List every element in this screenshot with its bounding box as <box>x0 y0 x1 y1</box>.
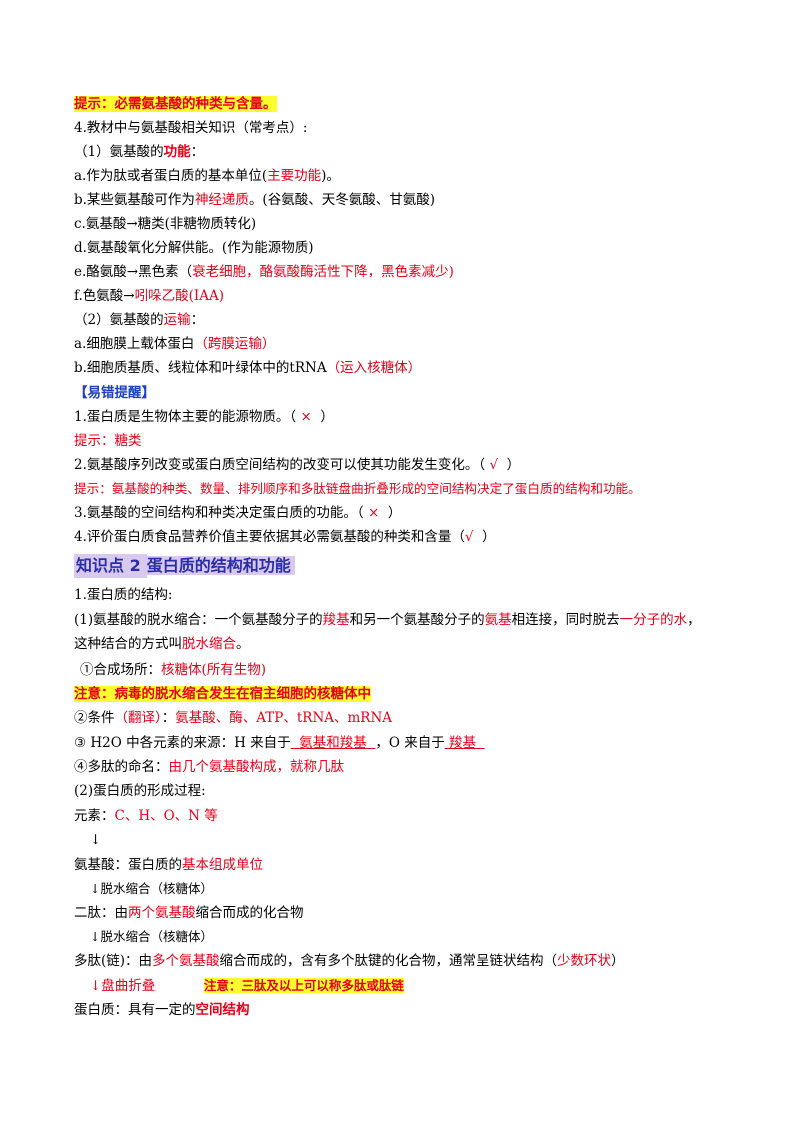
function-item-e: e.酪氨酸→黑色素（衰老细胞，酪氨酸酶活性下降，黑色素减少) <box>74 264 454 280</box>
dehydration-line-2: 这种结合的方式叫脱水缩合。 <box>74 636 250 652</box>
formation-title: (2)蛋白质的形成过程: <box>74 783 206 799</box>
elements-line: 元素：C、H、O、N 等 <box>74 808 218 824</box>
dipeptide-line: 二肽：由两个氨基酸缩合而成的化合物 <box>74 905 304 921</box>
error-question-4: 4.评价蛋白质食品营养价值主要依据其必需氨基酸的种类和含量（√ ） <box>74 529 496 545</box>
error-question-2: 2.氨基酸序列改变或蛋白质空间结构的改变可以使其功能发生变化。（ √ ） <box>74 457 521 473</box>
condition-line: ②条件（翻译）：氨基酸、酶、ATP、tRNA、mRNA <box>74 710 393 726</box>
amino-acid-line: 氨基酸：蛋白质的基本组成单位 <box>74 857 263 873</box>
hint-essential-amino-acids: 提示：必需氨基酸的种类与含量。 <box>74 96 277 112</box>
error-hint-2: 提示：氨基酸的种类、数量、排列顺序和多肽链盘曲折叠形成的空间结构决定了蛋白质的结… <box>74 481 641 496</box>
error-hint-1: 提示：糖类 <box>74 433 142 449</box>
cross-mark-icon: × <box>367 505 380 521</box>
step-folding: ↓盘曲折叠 注意：三肽及以上可以称多肽或肽链 <box>90 978 404 994</box>
section-4-title: 4.教材中与氨基酸相关知识（常考点）: <box>74 120 308 136</box>
transport-item-a: a.细胞膜上载体蛋白（跨膜运输） <box>74 336 276 352</box>
note-virus: 注意：病毒的脱水缩合发生在宿主细胞的核糖体中 <box>74 686 371 702</box>
check-mark-icon: √ <box>464 529 474 545</box>
step-dehydration-1: ↓脱水缩合（核糖体） <box>90 881 213 896</box>
error-reminder-heading: 【易错提醒】 <box>74 385 155 401</box>
synthesis-site: ①合成场所：核糖体(所有生物) <box>80 662 267 678</box>
structure-title: 1.蛋白质的结构: <box>74 587 173 603</box>
protein-line: 蛋白质：具有一定的空间结构 <box>74 1002 250 1018</box>
function-item-d: d.氨基酸氧化分解供能。(作为能源物质) <box>74 240 314 256</box>
step-dehydration-2: ↓脱水缩合（核糖体） <box>90 929 213 944</box>
function-heading: （1）氨基酸的功能： <box>74 144 205 160</box>
polypeptide-naming: ④多肽的命名：由几个氨基酸构成，就称几肽 <box>74 759 344 775</box>
error-question-1: 1.蛋白质是生物体主要的能源物质。（ × ） <box>74 409 334 425</box>
function-item-a: a.作为肽或者蛋白质的基本单位(主要功能)。 <box>74 168 340 184</box>
transport-item-b: b.细胞质基质、线粒体和叶绿体中的tRNA（运入核糖体） <box>74 360 422 376</box>
check-mark-icon: √ <box>489 457 499 473</box>
polypeptide-line: 多肽(链)：由多个氨基酸缩合而成的，含有多个肽键的化合物，通常呈链状结构（少数环… <box>74 953 625 969</box>
function-item-c: c.氨基酸→糖类(非糖物质转化) <box>74 216 257 232</box>
knowledge-point-title: 蛋白质的结构和功能 <box>146 556 295 575</box>
dehydration-line-1: (1)氨基酸的脱水缩合：一个氨基酸分子的羧基和另一个氨基酸分子的氨基相连接，同时… <box>74 612 701 628</box>
note-tripeptide: 注意：三肽及以上可以称多肽或肽链 <box>203 978 404 993</box>
cross-mark-icon: × <box>300 409 312 425</box>
knowledge-point-label: 知识点 2 <box>74 554 147 578</box>
h2o-source-line: ③ H2O 中各元素的来源：H 来自于 氨基和羧基 ，O 来自于 羧基 <box>74 735 477 751</box>
down-arrow-icon: ↓ <box>90 832 102 848</box>
transport-heading: （2）氨基酸的运输： <box>74 312 205 328</box>
error-question-3: 3.氨基酸的空间结构和种类决定蛋白质的功能。（ × ） <box>74 505 402 521</box>
function-item-b: b.某些氨基酸可作为神经递质。(谷氨酸、天冬氨酸、甘氨酸) <box>74 192 435 208</box>
function-item-f: f.色氨酸→吲哚乙酸(IAA) <box>74 288 224 304</box>
